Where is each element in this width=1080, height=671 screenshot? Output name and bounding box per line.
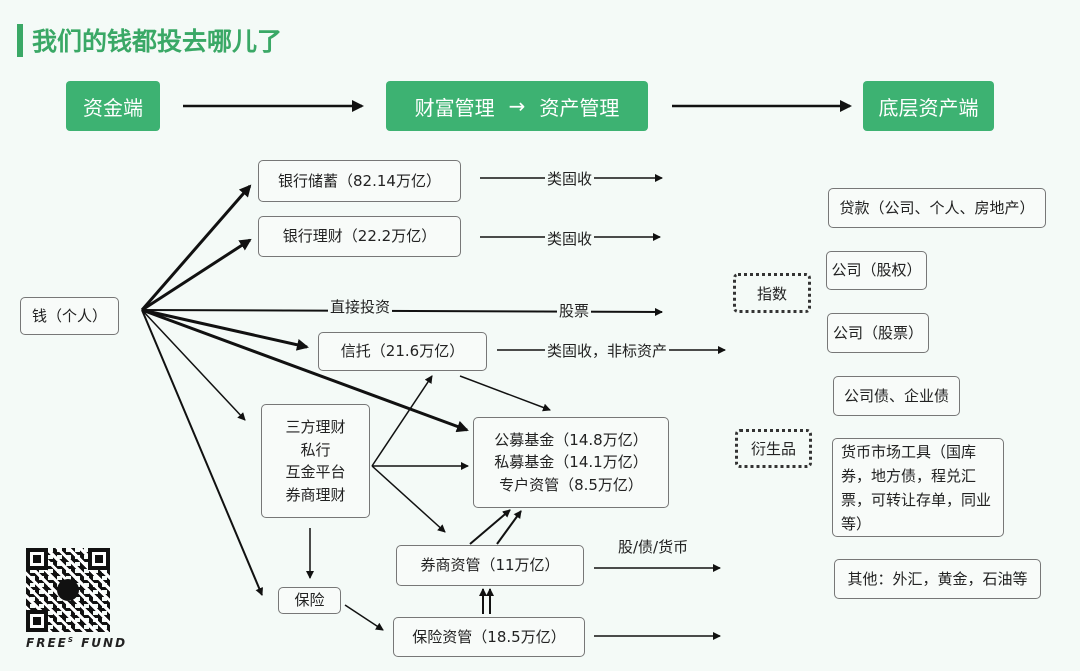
- arrow-tp-trust: [371, 375, 433, 467]
- arrow-broker-funds-1: [469, 509, 511, 545]
- arrow-to-trust: [141, 308, 309, 351]
- edge-label-savings: 类固收: [545, 168, 595, 189]
- header-asset-mgmt: 资产管理: [539, 95, 620, 120]
- arrow-trust-funds: [459, 375, 551, 412]
- node-third-party: 三方理财 私行 互金平台 券商理财: [261, 404, 370, 518]
- node-bank-wealth: 银行理财（22.2万亿）: [258, 216, 461, 257]
- fund-line: 公募基金（14.8万亿）: [494, 430, 648, 449]
- asset-bonds: 公司债、企业债: [833, 376, 960, 416]
- tp-line: 券商理财: [285, 485, 346, 504]
- node-funds: 公募基金（14.8万亿） 私募基金（14.1万亿） 专户资管（8.5万亿）: [473, 417, 669, 508]
- node-bank-savings: 银行储蓄（82.14万亿）: [258, 160, 461, 202]
- tp-line: 互金平台: [285, 463, 346, 481]
- arrow-to-wealth: [141, 238, 252, 312]
- asset-other: 其他：外汇，黄金，石油等: [834, 559, 1041, 599]
- category-index: 指数: [733, 273, 811, 313]
- arrow-to-insurance: [141, 309, 263, 596]
- arrow-to-third-party: [141, 309, 246, 421]
- arrow-to-savings: [140, 184, 252, 311]
- edge-label-stocks: 股票: [557, 300, 592, 321]
- arrow-broker-funds-2: [496, 510, 522, 545]
- edge-label-direct: 直接投资: [328, 296, 393, 317]
- asset-money-market: 货币市场工具（国库券，地方债，程兑汇票，可转让存单，同业等）: [832, 438, 1004, 537]
- node-insurance: 保险: [278, 587, 341, 614]
- title-accent-bar: [17, 24, 23, 57]
- header-target: 底层资产端: [863, 81, 994, 131]
- edge-label-broker: 股/债/货币: [616, 536, 691, 557]
- header-arrow: →: [508, 94, 526, 118]
- fund-line: 专户资管（8.5万亿）: [499, 475, 643, 494]
- asset-equity: 公司（股权）: [826, 251, 927, 290]
- arrow-ins-insam: [344, 604, 384, 631]
- tp-line: 三方理财: [285, 418, 346, 436]
- header-wealth-mgmt: 财富管理: [414, 95, 495, 120]
- tp-line: 私行: [300, 440, 331, 459]
- node-trust: 信托（21.6万亿）: [318, 332, 487, 371]
- node-money: 钱（个人）: [20, 297, 119, 335]
- category-derivatives: 衍生品: [735, 429, 812, 468]
- header-source: 资金端: [66, 81, 160, 131]
- asset-loans: 贷款（公司、个人、房地产）: [828, 188, 1046, 228]
- brand-logo: FREES FUND: [26, 636, 128, 650]
- page-title: 我们的钱都投去哪儿了: [32, 27, 283, 56]
- asset-stocks: 公司（股票）: [827, 313, 929, 353]
- qr-code[interactable]: [26, 548, 110, 632]
- arrow-tp-broker: [371, 465, 446, 533]
- node-insurance-am: 保险资管（18.5万亿）: [393, 617, 585, 657]
- fund-line: 私募基金（14.1万亿）: [494, 453, 648, 472]
- arrow-to-funds: [141, 308, 469, 433]
- node-broker-am: 券商资管（11万亿）: [396, 545, 584, 586]
- qr-logo: [57, 579, 79, 601]
- edge-label-trust: 类固收，非标资产: [545, 340, 670, 361]
- edge-label-wealth: 类固收: [545, 228, 595, 249]
- header-middle: 财富管理 → 资产管理: [386, 81, 648, 131]
